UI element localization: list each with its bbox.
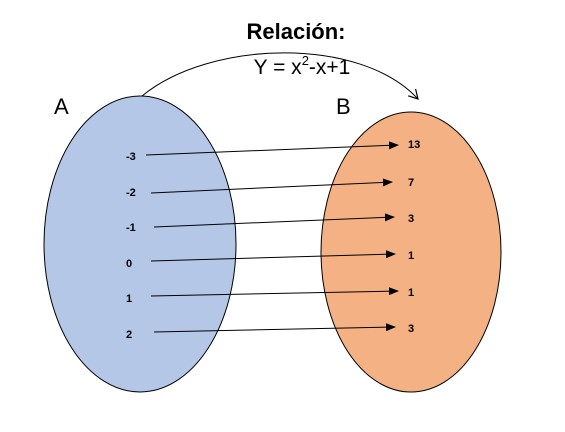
set-a-value: 2: [126, 329, 132, 341]
set-b-ellipse: [320, 111, 502, 393]
set-a-value: 0: [126, 258, 132, 270]
relation-curve-arrow: [141, 52, 419, 100]
set-b-label: B: [336, 94, 351, 119]
set-b-value: 3: [408, 323, 414, 335]
set-a-value: 1: [126, 293, 132, 305]
relation-formula: Y = x2-x+1: [254, 53, 351, 79]
set-a-value: -3: [126, 151, 136, 163]
set-a-ellipse: [43, 95, 237, 393]
set-b-value: 1: [408, 287, 414, 299]
set-a-value: -1: [126, 222, 136, 234]
mapping-arrows: [145, 141, 399, 333]
mapping-arrow: [150, 178, 393, 194]
mapping-arrow: [153, 323, 396, 333]
set-a-label: A: [54, 94, 69, 119]
relation-title: Relación:: [246, 19, 345, 44]
formula-exponent: 2: [302, 53, 309, 68]
mapping-arrow: [153, 213, 395, 228]
set-b-value: 7: [408, 177, 414, 189]
mapping-arrow: [150, 250, 396, 262]
formula-lhs: Y = x: [254, 56, 303, 79]
set-b-value: 1: [408, 250, 414, 262]
set-b-value: 13: [408, 139, 420, 151]
set-a-values: -3 -2 -1 0 1 2: [126, 151, 136, 341]
set-b-value: 3: [408, 213, 414, 225]
formula-rhs: -x+1: [309, 56, 350, 79]
set-a-value: -2: [126, 187, 136, 199]
set-b-values: 13 7 3 1 1 3: [408, 139, 420, 335]
mapping-arrow: [150, 287, 399, 297]
mapping-arrow: [145, 141, 399, 156]
